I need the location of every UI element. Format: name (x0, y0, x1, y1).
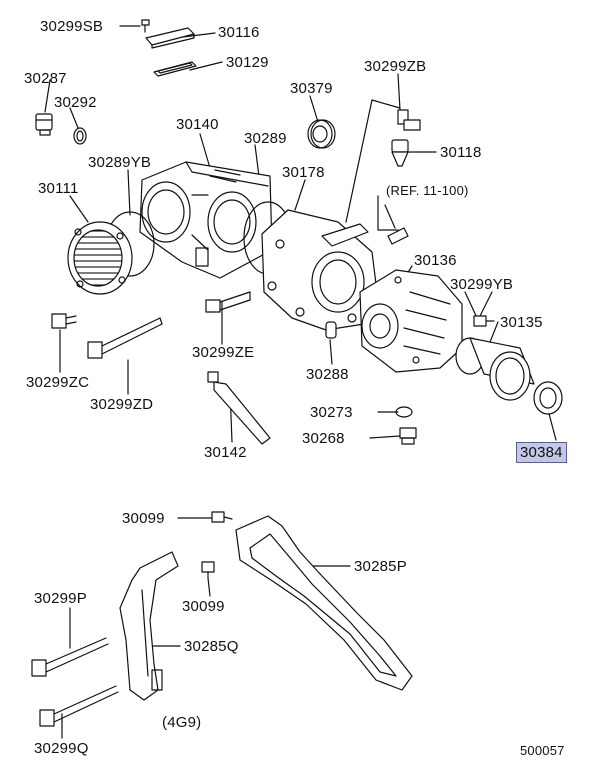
label-30285p: 30285P (354, 558, 407, 575)
plug-30287 (35, 113, 53, 136)
seal-30379 (307, 119, 336, 149)
bolt-30299zc (51, 313, 77, 329)
bolt-30299p (31, 637, 109, 677)
bolt-30299ze (205, 291, 251, 313)
bolt-30299zb (397, 109, 421, 131)
label-30299yb: 30299YB (450, 276, 514, 293)
label-30140: 30140 (176, 116, 219, 133)
diagram-number: 500057 (520, 743, 565, 758)
housing-30140 (139, 161, 273, 279)
cover-30111 (67, 221, 133, 295)
label-30116: 30116 (218, 24, 260, 41)
label-30299sb: 30299SB (40, 18, 104, 35)
label-30136: 30136 (414, 252, 457, 269)
breather-30118 (391, 139, 409, 167)
plug-30268 (399, 427, 417, 445)
label-30289yb: 30289YB (88, 154, 152, 171)
label-30288: 30288 (306, 366, 349, 383)
gasket-30129 (153, 61, 197, 77)
label-30379: 30379 (290, 80, 333, 97)
label-30299q: 30299Q (34, 740, 89, 757)
ref-label: (REF. 11-100) (386, 183, 469, 198)
label-30299zb: 30299ZB (364, 58, 427, 75)
washer-30292 (73, 127, 87, 145)
label-30099-b: 30099 (182, 598, 225, 615)
label-30299zd: 30299ZD (90, 396, 154, 413)
bracket-30285q (119, 551, 179, 701)
bolt-30099-b (201, 561, 215, 579)
bolt-30299yb (473, 315, 495, 327)
label-30268: 30268 (302, 430, 345, 447)
label-30099-a: 30099 (122, 510, 165, 527)
sleeve-30135 (455, 337, 535, 401)
label-30299p: 30299P (34, 590, 87, 607)
label-30118: 30118 (440, 144, 482, 161)
housing-30178 (261, 209, 379, 331)
label-30111: 30111 (38, 180, 79, 197)
label-30299zc: 30299ZC (26, 374, 90, 391)
strap-30142 (207, 371, 271, 445)
label-30384-highlighted[interactable]: 30384 (516, 442, 567, 463)
label-30285q: 30285Q (184, 638, 239, 655)
bolt-30099-a (211, 511, 233, 523)
leader-lines (44, 25, 557, 739)
bracket-30285p (235, 515, 413, 691)
label-30292: 30292 (54, 94, 97, 111)
bolt-30299zd (87, 317, 163, 359)
variant-label: (4G9) (162, 714, 202, 731)
label-30299ze: 30299ZE (192, 344, 255, 361)
bolt-30299q (39, 685, 119, 727)
label-30273: 30273 (310, 404, 353, 421)
ref-bracket (345, 99, 409, 245)
label-30129: 30129 (226, 54, 269, 71)
label-30142: 30142 (204, 444, 247, 461)
oring-30273 (395, 406, 413, 418)
bolt-30299sb (141, 19, 150, 33)
housing-30136 (359, 269, 463, 373)
label-30135: 30135 (500, 314, 543, 331)
label-30287: 30287 (24, 70, 67, 87)
plate-30116 (145, 27, 195, 49)
seal-30384 (533, 381, 563, 415)
label-30178: 30178 (282, 164, 325, 181)
dowel-30288 (325, 321, 337, 339)
label-30289: 30289 (244, 130, 287, 147)
